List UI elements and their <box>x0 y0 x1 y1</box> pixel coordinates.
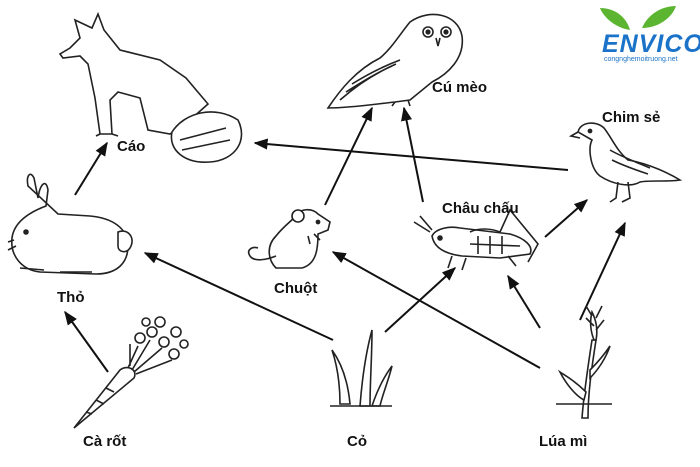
label-fox: Cáo <box>117 138 146 155</box>
label-wheat: Lúa mì <box>539 433 588 450</box>
owl-illustration <box>326 13 464 109</box>
wheat-illustration <box>556 305 612 419</box>
label-grasshopper: Châu chấu <box>442 200 519 217</box>
arrow-carrot-to-rabbit <box>64 310 109 373</box>
grass-illustration <box>330 329 393 407</box>
mouse-illustration <box>247 208 331 269</box>
arrow-grasshopper-to-sparrow <box>544 199 589 238</box>
carrot-illustration <box>73 316 189 429</box>
arrow-grass-to-owl <box>324 106 373 206</box>
fox-illustration <box>58 11 243 163</box>
envico-logo-mark <box>600 6 676 30</box>
label-carrot: Cà rốt <box>83 433 127 450</box>
sparrow-illustration <box>568 122 683 203</box>
arrow-grasshopper-to-owl <box>401 106 424 203</box>
arrow-sparrow-to-fox <box>253 138 569 171</box>
arrow-grass-to-rabbit <box>143 252 334 341</box>
grasshopper-illustration <box>413 208 539 271</box>
arrow-wheat-to-mouse <box>331 251 541 369</box>
arrow-rabbit-to-fox <box>74 141 108 196</box>
envico-logo-text: ENVICO <box>602 30 700 58</box>
label-owl: Cú mèo <box>432 79 488 96</box>
label-rabbit: Thỏ <box>57 289 85 306</box>
arrow-wheat-to-sparrow <box>579 221 626 321</box>
rabbit-illustration <box>7 173 133 275</box>
label-mouse: Chuột <box>274 280 318 297</box>
label-sparrow: Chim sẻ <box>602 109 661 126</box>
arrow-wheat-to-grasshopper <box>507 274 541 329</box>
envico-logo-site: congnghemoitruong.net <box>604 56 678 63</box>
label-grass: Cỏ <box>347 433 367 450</box>
